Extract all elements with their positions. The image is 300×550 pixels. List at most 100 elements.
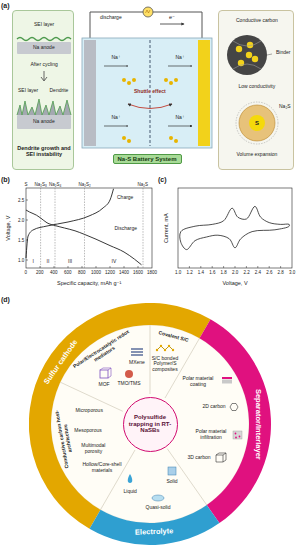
cycle-arrow xyxy=(41,71,47,81)
phase-label: Na₂S₄ xyxy=(49,182,61,187)
phase-label: Na₂S xyxy=(138,182,149,187)
inset-label: Na anode xyxy=(33,119,55,125)
band-arc xyxy=(200,319,271,523)
item-label: Polar material coating xyxy=(180,376,216,388)
anode-block xyxy=(17,115,71,129)
item-label: MOF xyxy=(99,382,110,388)
inset-label: S xyxy=(255,120,259,127)
electron-label: e⁻ xyxy=(169,14,175,20)
inset-label: Dendrite growth and SEI instability xyxy=(15,145,73,158)
tick-label: 1000 xyxy=(91,270,101,275)
region-label: IV xyxy=(112,259,117,265)
band-arc xyxy=(29,303,211,529)
tick-label: 800 xyxy=(78,270,86,275)
mof-icon xyxy=(100,368,111,378)
band-arc xyxy=(90,505,220,545)
solid-icon xyxy=(168,467,176,475)
item-label: TMO/TMS xyxy=(118,381,141,387)
inset-label: Low conductivity xyxy=(239,84,276,90)
dendrite-spikes xyxy=(17,99,71,115)
tick-label: 2.2 xyxy=(243,270,249,275)
ion-arrowheads xyxy=(126,66,192,126)
phase-label: S xyxy=(25,182,28,187)
axis-title: Voltage, V xyxy=(5,216,11,241)
sulfur-dot xyxy=(238,60,244,66)
chain-atoms xyxy=(156,345,174,351)
region-label: I xyxy=(33,259,34,265)
region-label: II xyxy=(47,259,50,265)
mof-icon xyxy=(100,370,108,378)
shuttle-arrow xyxy=(128,104,172,109)
tick-marks xyxy=(189,266,280,268)
curve-label: Charge xyxy=(117,195,133,201)
tick-label: 1800 xyxy=(147,270,157,275)
tick-label: 1200 xyxy=(105,270,115,275)
item-label: Polar material infiltration xyxy=(192,429,230,441)
sodium-anode xyxy=(84,40,96,146)
sulfur-dot xyxy=(236,46,242,52)
tick-marks xyxy=(26,200,138,268)
inset-label: SEI layer xyxy=(34,22,54,28)
curve-label: Discharge xyxy=(115,226,138,232)
tick-label: 2.0 xyxy=(232,270,238,275)
sulfur-core xyxy=(249,115,265,131)
ion-label: Na⁺ xyxy=(176,115,185,121)
ion-arrows xyxy=(104,66,192,126)
axis-title: Voltage, V xyxy=(223,280,248,286)
tick-label: 1.6 xyxy=(209,270,215,275)
panel-letter: (b) xyxy=(1,176,10,184)
inset-label: SEI layer xyxy=(18,88,38,94)
panel-letter: (c) xyxy=(158,176,167,184)
center-circle: Polysulfide trapping in RT-NaSBs xyxy=(123,397,178,452)
inset-label: Volume expansion xyxy=(237,152,278,158)
expansion-outline xyxy=(236,102,278,144)
center-title: Polysulfide trapping in RT-NaSBs xyxy=(128,414,172,435)
tick-label: 1.0 xyxy=(18,258,24,263)
system-title: Na-S Battery System xyxy=(118,156,177,163)
ion-label: Na⁺ xyxy=(112,55,121,61)
inset-label: Na anode xyxy=(33,45,55,51)
binder-strand xyxy=(233,41,261,69)
inset-art xyxy=(219,11,295,171)
inset-label: Na₂S xyxy=(279,104,291,110)
phase-label: Na₂S₈ xyxy=(35,182,47,187)
electron-arrow xyxy=(160,24,184,25)
phase-label: Na₂S₂ xyxy=(79,182,91,187)
polysulfide-dots xyxy=(122,78,178,143)
carbon-particle xyxy=(227,35,267,75)
region-label: III xyxy=(68,259,72,265)
item-label: Microporous xyxy=(75,408,103,414)
coating-icon xyxy=(222,377,232,379)
infiltration-dots xyxy=(235,433,241,439)
ion-label: Na⁺ xyxy=(112,115,121,121)
item-label: Solid xyxy=(167,479,178,485)
inset-label: After cycling xyxy=(31,62,58,68)
leader-line xyxy=(267,54,272,55)
item-label: S/C bonded Polymer/S composites xyxy=(150,356,180,373)
anode-block xyxy=(17,42,71,54)
system-label: Na-S Battery System xyxy=(113,154,182,165)
bulb-symbol xyxy=(143,7,153,17)
sulfur-dot xyxy=(246,52,252,58)
ion-label: Na⁺ xyxy=(176,55,185,61)
tick-label: 2.4 xyxy=(255,270,261,275)
tick-label: 2.5 xyxy=(18,198,24,203)
liquid-icon xyxy=(128,474,133,483)
inner-disk xyxy=(51,325,249,523)
tick-label: 1600 xyxy=(133,270,143,275)
item-label: Multimodal porosity xyxy=(76,443,110,455)
electrolyte-cell xyxy=(82,38,212,148)
sulfide-shell xyxy=(239,105,275,141)
effect-label: Shuttle effect xyxy=(133,89,167,95)
plot-frame xyxy=(178,188,292,268)
panel-letter: (d) xyxy=(1,296,10,304)
tick-label: 2.0 xyxy=(18,218,24,223)
inset-label: Binder xyxy=(276,50,290,56)
cv-curve xyxy=(180,206,290,249)
sector-lines xyxy=(60,325,207,510)
infiltration-icon xyxy=(233,431,242,439)
item-label: 2D carbon xyxy=(203,404,226,410)
inset-label: Dendrite xyxy=(50,88,69,94)
sei-layer xyxy=(17,99,71,115)
tick-label: 1.2 xyxy=(186,270,192,275)
